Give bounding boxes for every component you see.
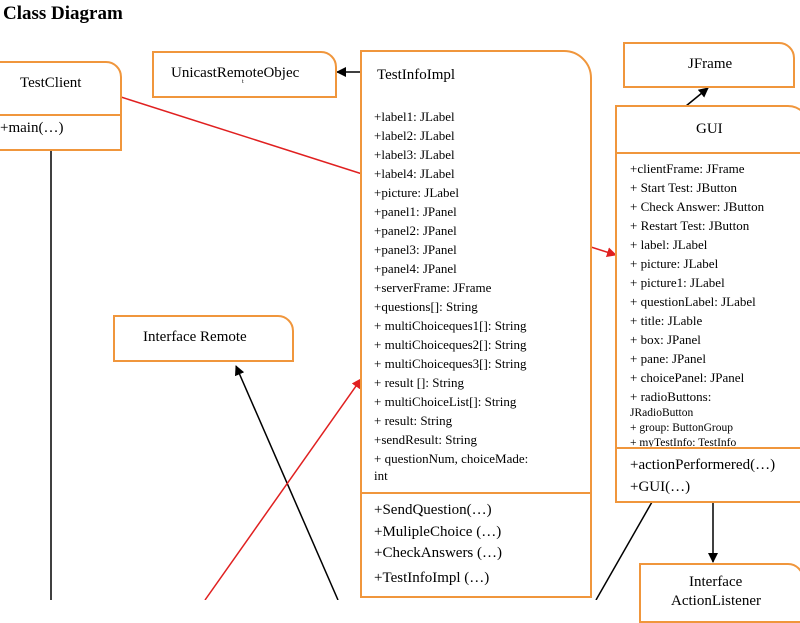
attribute: +label1: JLabel: [374, 109, 455, 124]
interface-remote-class[interactable]: Interface Remote: [113, 315, 294, 362]
line-to-remote-arrow: [235, 365, 339, 600]
attribute: + multiChoiceques1[]: String: [374, 318, 527, 333]
attribute: + label: JLabel: [630, 237, 708, 252]
testclient-method: +main(…): [0, 120, 64, 136]
attribute: + picture: JLabel: [630, 256, 719, 271]
to-testinfoimpl-dependency: [204, 378, 362, 600]
attribute: + pane: JPanel: [630, 351, 706, 366]
attribute: int: [374, 468, 388, 483]
attribute: +questions[]: String: [374, 299, 478, 314]
attribute: + questionLabel: JLabel: [630, 294, 756, 309]
attribute: + title: JLable: [630, 313, 703, 328]
testinfoimpl-separator: [362, 492, 590, 494]
attribute: + result []: String: [374, 375, 465, 390]
attribute: + radioButtons:: [630, 389, 712, 404]
gui-header-separator: [617, 152, 800, 154]
attribute: +panel1: JPanel: [374, 204, 457, 219]
attribute: +sendResult: String: [374, 432, 478, 447]
remote-name: Interface Remote: [143, 329, 247, 345]
method: +CheckAnswers (…): [374, 545, 503, 561]
gui-attributes: +clientFrame: JFrame + Start Test: JButt…: [630, 159, 764, 451]
attribute: +label4: JLabel: [374, 166, 455, 181]
attribute: +serverFrame: JFrame: [374, 280, 492, 295]
method: +SendQuestion(…): [374, 502, 492, 518]
testinfoimpl-class[interactable]: TestInfoImpl +label1: JLabel +label2: JL…: [360, 50, 592, 598]
attribute: + choicePanel: JPanel: [630, 370, 745, 385]
testclient-separator: [0, 114, 120, 116]
attribute: + multiChoiceques2[]: String: [374, 337, 527, 352]
attribute: +panel4: JPanel: [374, 261, 457, 276]
attribute: + questionNum, choiceMade:: [374, 451, 529, 466]
jframe-name: JFrame: [688, 56, 733, 72]
attribute: + Start Test: JButton: [630, 180, 737, 195]
method: +GUI(…): [630, 478, 691, 495]
diagram-title: Class Diagram: [3, 3, 123, 24]
attribute: + multiChoiceList[]: String: [374, 394, 517, 409]
attribute: + box: JPanel: [630, 332, 701, 347]
gui-class[interactable]: GUI +clientFrame: JFrame + Start Test: J…: [615, 105, 800, 503]
gui-methods: +actionPerformered(…) +GUI(…): [630, 455, 775, 498]
attribute: + multiChoiceques3[]: String: [374, 356, 527, 371]
attribute: +label3: JLabel: [374, 147, 455, 162]
interface-actionlistener-class[interactable]: Interface ActionListener: [639, 563, 800, 623]
attribute: + Check Answer: JButton: [630, 199, 765, 214]
method: +MulipleChoice (…): [374, 523, 502, 540]
testinfoimpl-name: TestInfoImpl: [377, 67, 456, 83]
attribute: JRadioButton: [630, 407, 694, 419]
unicast-name-suffix: t: [242, 79, 244, 85]
attribute: + result: String: [374, 413, 453, 428]
gui-to-jframe-arrow: [685, 87, 709, 107]
unicast-name: UnicastRemoteObjec: [171, 65, 300, 81]
attribute: + myTestInfo: TestInfo: [630, 437, 737, 449]
testclient-name: TestClient: [20, 75, 82, 91]
actionlistener-name-line2: ActionListener: [671, 593, 761, 609]
actionlistener-name: Interface: [689, 574, 743, 590]
attribute: + picture1: JLabel: [630, 275, 725, 290]
testinfoimpl-methods: +SendQuestion(…) +MulipleChoice (…) +Che…: [374, 500, 502, 589]
method: +actionPerformered(…): [630, 457, 776, 473]
jframe-class[interactable]: JFrame: [623, 42, 795, 88]
method: +TestInfoImpl (…): [374, 569, 490, 586]
testclient-class[interactable]: TestClient +main(…): [0, 61, 122, 151]
testinfoimpl-attributes: +label1: JLabel +label2: JLabel +label3:…: [374, 107, 528, 483]
attribute: +picture: JLabel: [374, 185, 459, 200]
gui-separator: [617, 447, 800, 449]
attribute: +panel2: JPanel: [374, 223, 457, 238]
attribute: + group: ButtonGroup: [630, 422, 733, 434]
attribute: +panel3: JPanel: [374, 242, 457, 257]
attribute: +label2: JLabel: [374, 128, 455, 143]
gui-name: GUI: [696, 121, 723, 137]
attribute: +clientFrame: JFrame: [630, 161, 745, 176]
unicast-remote-object-class[interactable]: UnicastRemoteObjec t: [152, 51, 337, 98]
attribute: + Restart Test: JButton: [630, 218, 750, 233]
